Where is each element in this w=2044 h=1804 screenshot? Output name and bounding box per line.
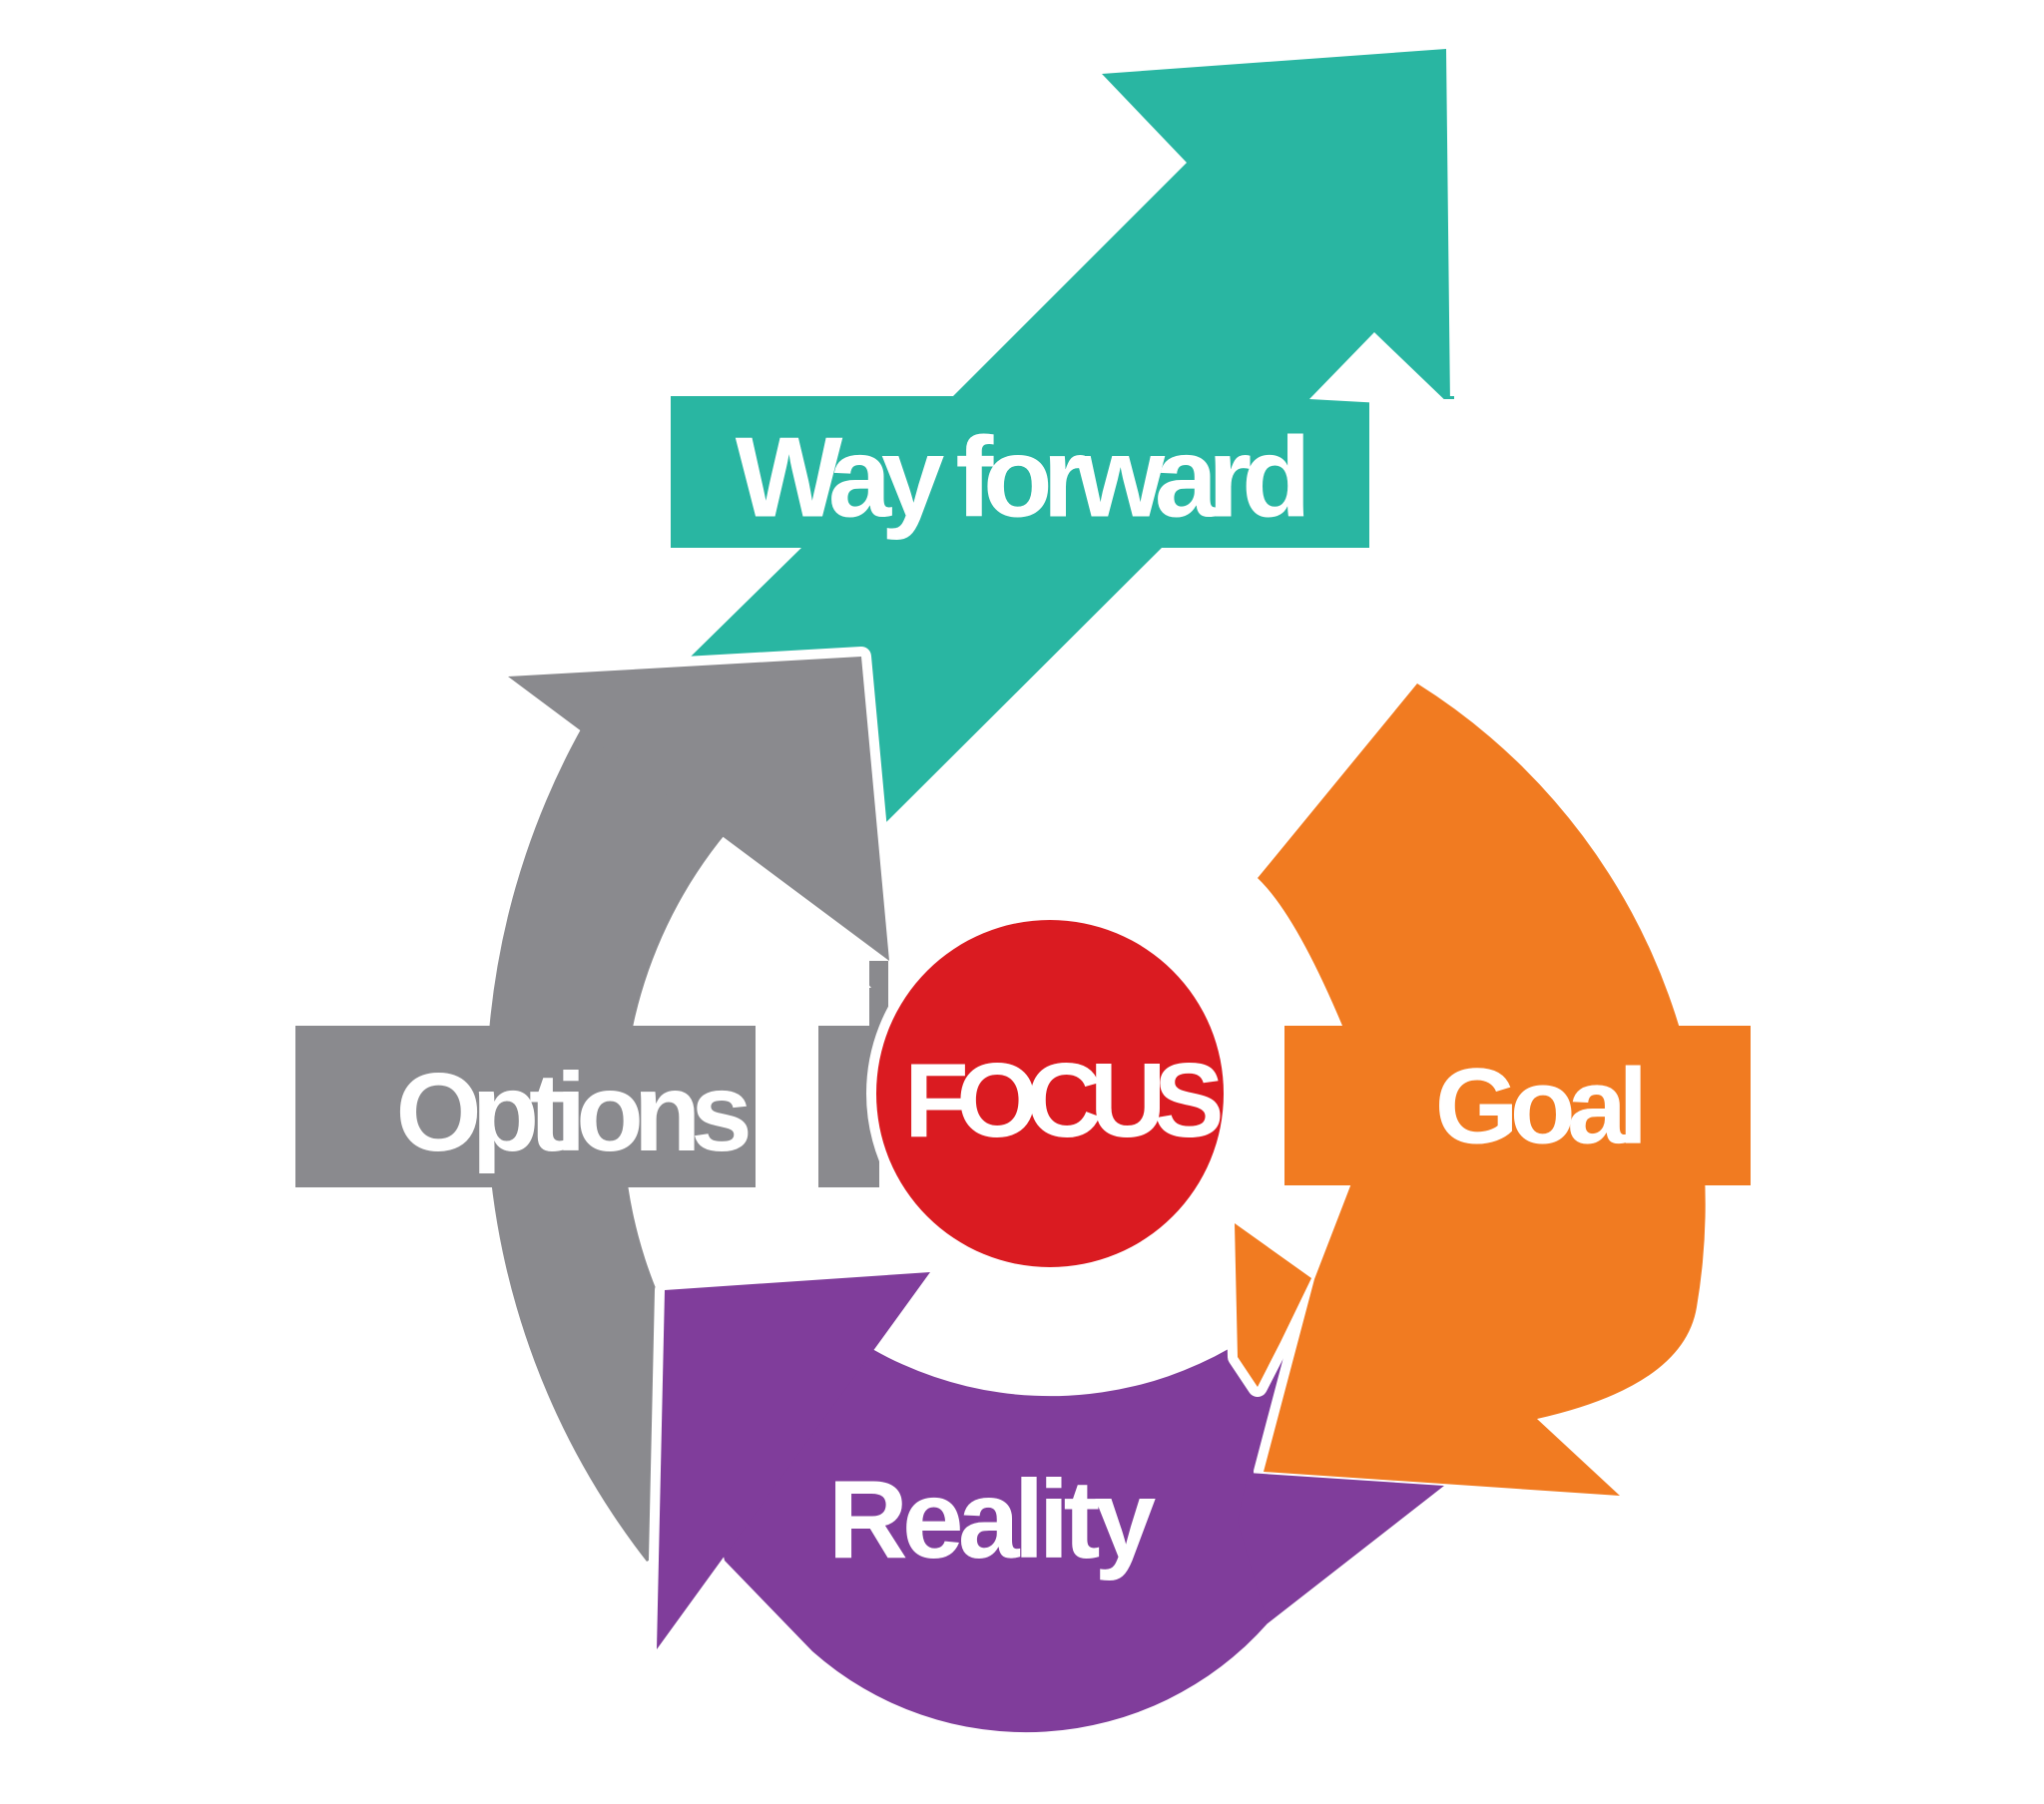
svg-text:Goal: Goal <box>1435 1046 1642 1166</box>
svg-text:FOCUS: FOCUS <box>904 1042 1221 1159</box>
svg-text:Way forward: Way forward <box>736 415 1304 542</box>
svg-text:Options: Options <box>395 1051 749 1174</box>
svg-text:Reality: Reality <box>828 1458 1157 1581</box>
